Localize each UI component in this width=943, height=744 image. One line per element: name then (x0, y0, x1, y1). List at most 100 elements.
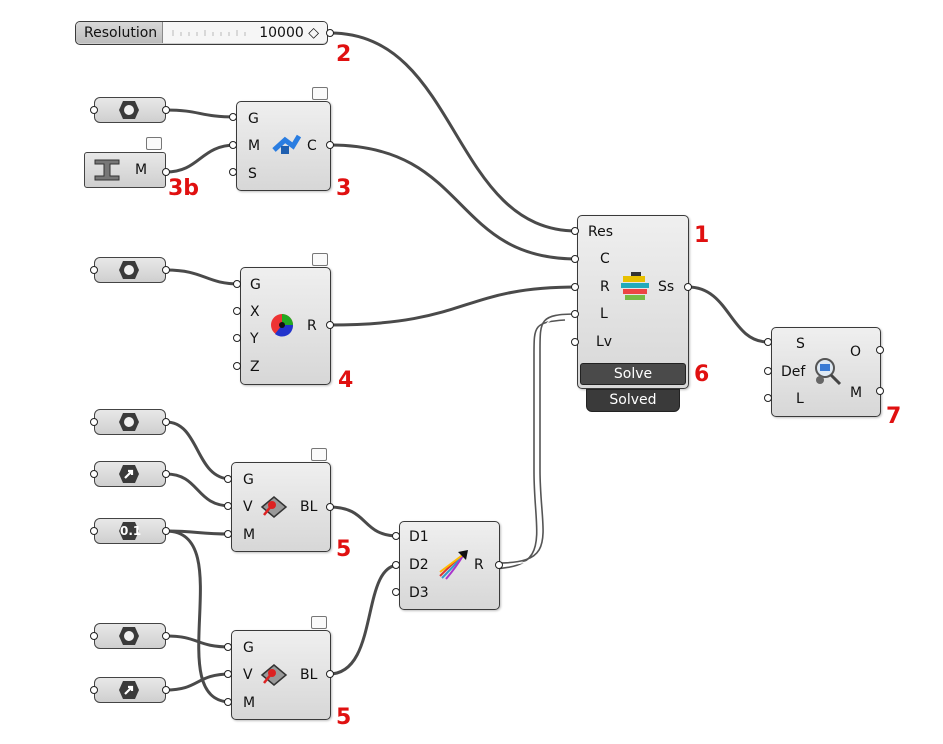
wire (164, 108, 238, 119)
input-port-S[interactable] (764, 338, 772, 346)
input-port-L[interactable] (764, 394, 772, 402)
input-port-D3[interactable] (392, 588, 400, 596)
output-port-BL[interactable] (326, 503, 334, 511)
input-port-Z[interactable] (233, 362, 241, 370)
arrow-icon (119, 465, 139, 483)
comment-bubble (311, 616, 327, 629)
param-input-port[interactable] (90, 632, 98, 640)
input-port-M[interactable] (224, 698, 232, 706)
inspect-icon (815, 358, 842, 386)
input-port-G[interactable] (229, 113, 237, 121)
input-port-Lv[interactable] (571, 338, 579, 346)
marker-7: 7 (886, 404, 902, 429)
beam-load-icon (260, 664, 288, 686)
solver-icon (621, 272, 649, 300)
output-port-BL[interactable] (326, 670, 334, 678)
input-label: X (250, 304, 260, 320)
marker-1: 1 (694, 223, 710, 248)
param-input-port[interactable] (90, 266, 98, 274)
input-port-G[interactable] (224, 475, 232, 483)
input-port-Def[interactable] (764, 367, 772, 375)
wire (164, 472, 233, 508)
input-port-Y[interactable] (233, 334, 241, 342)
output-port-O[interactable] (876, 346, 884, 354)
param-output-port[interactable] (162, 686, 170, 694)
slider-value: 10000 ◇ (259, 25, 319, 41)
material-output-port[interactable] (162, 168, 170, 176)
param-output-port[interactable] (162, 527, 170, 535)
input-port-R[interactable] (571, 283, 579, 291)
input-port-L[interactable] (571, 310, 579, 318)
input-port-G[interactable] (233, 280, 241, 288)
comment-bubble (312, 87, 328, 100)
solver-component[interactable]: Res C R L Lv Ss Solve (577, 215, 689, 389)
input-port-G[interactable] (224, 643, 232, 651)
output-port-Ss[interactable] (684, 283, 692, 291)
output-label: R (474, 557, 484, 573)
geometry-param-3[interactable] (94, 409, 166, 435)
inspect-component[interactable]: S Def L O M (771, 327, 881, 417)
vector-param-1[interactable] (94, 461, 166, 487)
resolution-slider[interactable]: Resolution 10000 ◇ (75, 21, 328, 45)
param-output-port[interactable] (162, 470, 170, 478)
input-port-M[interactable] (224, 530, 232, 538)
param-output-port[interactable] (162, 418, 170, 426)
number-hexagon-icon (119, 522, 139, 540)
param-output-port[interactable] (162, 266, 170, 274)
input-label: L (796, 391, 804, 407)
solve-button[interactable]: Solve (580, 363, 686, 385)
slider-output-port[interactable] (326, 29, 334, 37)
rotation-restraint-component[interactable]: G X Y Z R (240, 267, 331, 385)
input-port-M[interactable] (229, 141, 237, 149)
input-label: S (248, 166, 257, 182)
input-port-V[interactable] (224, 670, 232, 678)
merge-component[interactable]: D1 D2 D3 R (399, 521, 500, 610)
param-output-port[interactable] (162, 632, 170, 640)
beam-load-component-b[interactable]: G V M BL (231, 630, 331, 720)
param-input-port[interactable] (90, 418, 98, 426)
param-input-port[interactable] (90, 686, 98, 694)
material-param[interactable]: M (84, 152, 166, 188)
hexagon-icon (119, 261, 139, 279)
param-input-port[interactable] (90, 527, 98, 535)
input-label: D1 (409, 529, 429, 545)
input-port-X[interactable] (233, 307, 241, 315)
input-port-C[interactable] (571, 255, 579, 263)
input-port-D2[interactable] (392, 561, 400, 569)
input-label: Res (588, 224, 614, 240)
vector-param-2[interactable] (94, 677, 166, 703)
param-input-port[interactable] (90, 106, 98, 114)
output-label: M (850, 385, 863, 401)
marker-5b: 5 (336, 705, 352, 730)
geometry-param-1[interactable] (94, 97, 166, 123)
output-port-R[interactable] (326, 321, 334, 329)
output-port-C[interactable] (326, 141, 334, 149)
input-label: G (243, 640, 254, 656)
comment-bubble (311, 448, 327, 461)
geometry-param-2[interactable] (94, 257, 166, 283)
slider-track[interactable]: 10000 ◇ (163, 22, 327, 43)
slider-ticks (172, 30, 246, 36)
number-param[interactable]: 0.1 (94, 518, 166, 544)
param-input-port[interactable] (90, 470, 98, 478)
cross-section-component[interactable]: G M S C (236, 101, 331, 191)
input-port-V[interactable] (224, 502, 232, 510)
material-label: M (135, 162, 148, 178)
input-label: M (248, 138, 261, 154)
param-output-port[interactable] (162, 106, 170, 114)
output-port-M[interactable] (876, 387, 884, 395)
output-label: C (307, 138, 317, 154)
input-port-D1[interactable] (392, 532, 400, 540)
input-label: Lv (596, 334, 613, 350)
marker-4: 4 (338, 368, 354, 393)
geometry-param-4[interactable] (94, 623, 166, 649)
output-port-R[interactable] (495, 561, 503, 569)
hexagon-icon (119, 413, 139, 431)
input-port-Res[interactable] (571, 227, 579, 235)
beam-load-component-a[interactable]: G V M BL (231, 462, 331, 552)
input-label: Z (250, 359, 260, 375)
input-port-S[interactable] (229, 168, 237, 176)
output-label: BL (300, 499, 318, 515)
wire (328, 143, 579, 261)
